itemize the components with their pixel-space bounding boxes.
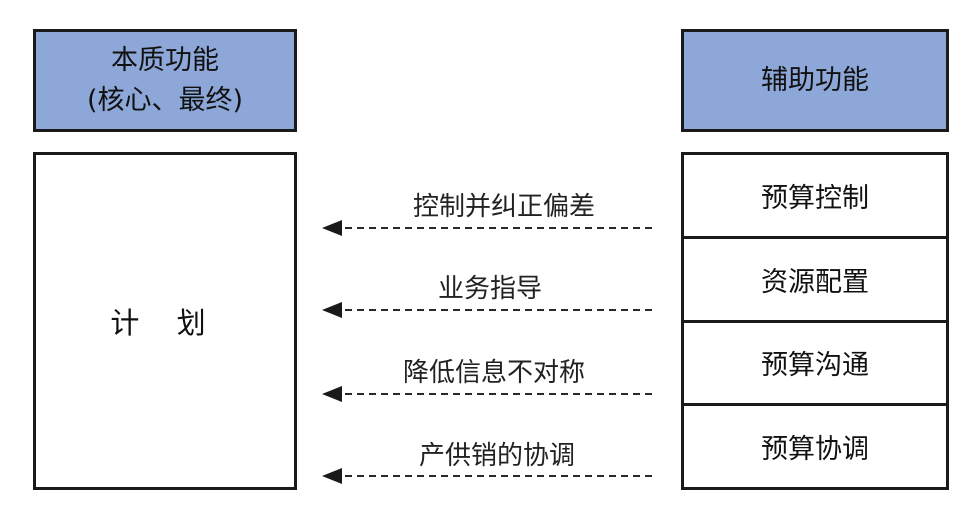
arrow-label-information: 降低信息不对称: [402, 358, 586, 388]
core-function-header: 本质功能 (核心、最终): [33, 29, 297, 132]
auxiliary-function-list: 预算控制 资源配置 预算沟通 预算协调: [681, 152, 949, 490]
aux-item-budget-control: 预算控制: [684, 155, 946, 239]
auxiliary-function-header: 辅助功能: [681, 29, 949, 132]
arrow-label-guidance: 业务指导: [437, 274, 543, 304]
arrow-head-coordination: [322, 468, 342, 484]
aux-item-budget-communication: 预算沟通: [684, 323, 946, 407]
core-function-title: 本质功能: [111, 44, 219, 76]
auxiliary-function-title: 辅助功能: [761, 64, 869, 96]
aux-item-resource-allocation: 资源配置: [684, 239, 946, 323]
arrow-head-deviation: [322, 220, 342, 236]
arrow-label-deviation: 控制并纠正偏差: [412, 192, 596, 222]
plan-label: 计 划: [110, 306, 220, 340]
arrow-label-coordination: 产供销的协调: [418, 441, 576, 471]
arrow-head-guidance: [322, 302, 342, 318]
aux-item-budget-coordination: 预算协调: [761, 434, 869, 466]
core-function-subtitle: (核心、最终): [86, 84, 244, 116]
arrow-head-information: [322, 386, 342, 402]
plan-box: 计 划: [33, 152, 297, 490]
